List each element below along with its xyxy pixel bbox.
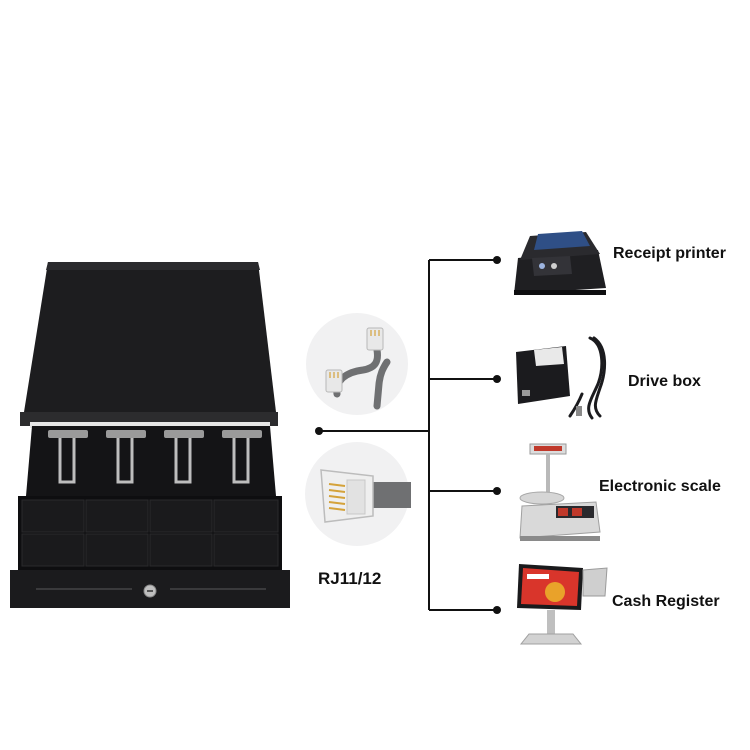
drive-box-icon <box>512 332 612 422</box>
electronic-scale-icon <box>518 440 602 544</box>
rj-connector-closeup-image <box>303 440 411 548</box>
receipt-printer-icon <box>510 228 608 300</box>
connector-label: RJ11/12 <box>318 569 382 588</box>
device-label-electronic-scale: Electronic scale <box>599 478 721 495</box>
device-label-drive-box: Drive box <box>628 373 701 390</box>
cash-drawer-image <box>8 260 293 610</box>
device-label-receipt-printer: Receipt printer <box>613 245 726 262</box>
rj-cable-image <box>303 312 411 417</box>
cash-register-icon <box>511 560 611 650</box>
device-label-cash-register: Cash Register <box>612 593 720 610</box>
